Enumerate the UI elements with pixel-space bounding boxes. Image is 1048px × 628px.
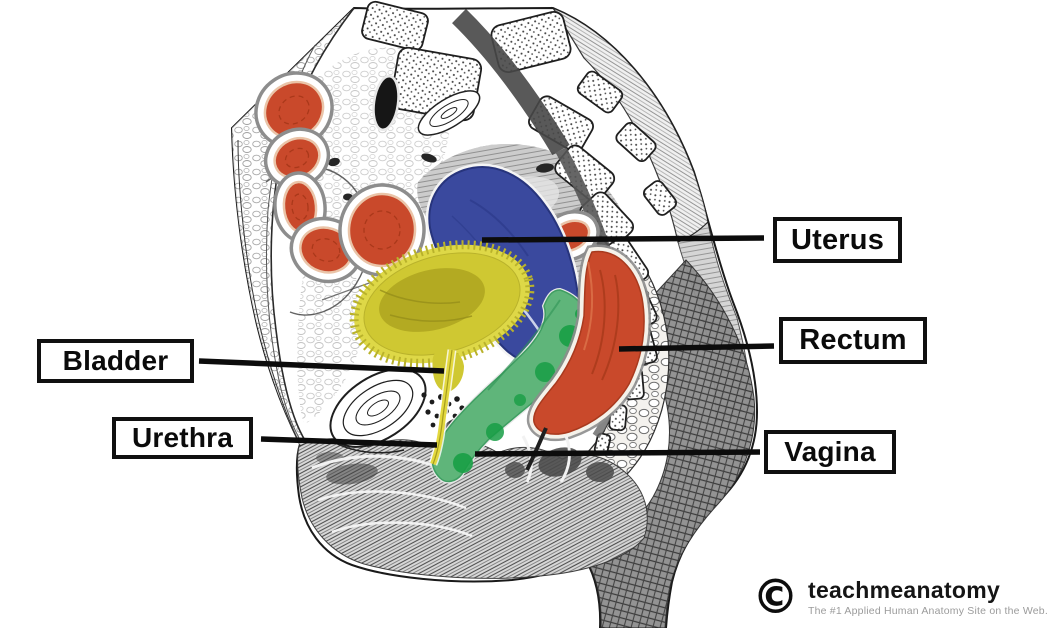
watermark-text: teachmeanatomy The #1 Applied Human Anat… (808, 578, 1048, 616)
label-vagina-text: Vagina (784, 436, 876, 467)
label-urethra: Urethra (112, 417, 253, 459)
watermark-brand: teachmeanatomy (808, 577, 1001, 604)
label-vagina: Vagina (764, 430, 896, 474)
urethra-highlight (428, 349, 457, 466)
label-uterus: Uterus (773, 217, 902, 263)
label-uterus-text: Uterus (790, 223, 885, 256)
bladder-leader-line (198, 358, 445, 374)
watermark-tagline: The #1 Applied Human Anatomy Site on the… (808, 604, 1048, 617)
vagina-leader-line (474, 449, 761, 457)
label-bladder: Bladder (37, 339, 194, 383)
label-bladder-text: Bladder (62, 345, 169, 376)
label-rectum-text: Rectum (799, 324, 907, 356)
anal-canal (521, 427, 571, 483)
rectum-highlight (526, 244, 652, 442)
bladder-highlight (349, 240, 535, 392)
label-lines (198, 235, 775, 457)
perineum-region (297, 438, 648, 579)
label-rectum: Rectum (779, 317, 927, 364)
label-urethra-text: Urethra (132, 422, 233, 453)
urethra-leader-line (260, 436, 438, 448)
uterus-leader-line (481, 235, 765, 243)
rectum-leader-line (618, 343, 775, 352)
watermark: © teachmeanatomy The #1 Applied Human An… (752, 574, 1048, 621)
copyright-icon: © (752, 570, 799, 625)
